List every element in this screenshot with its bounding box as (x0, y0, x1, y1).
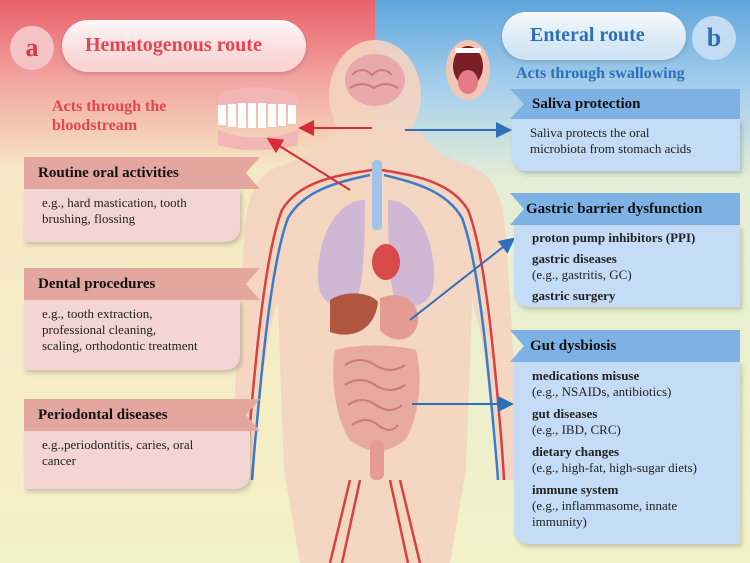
gastric-barrier-box: proton pump inhibitors (PPI) gastric dis… (514, 225, 740, 307)
gastric-barrier-header: Gastric barrier dysfunction (510, 193, 740, 225)
badge-b-label: b (706, 23, 722, 52)
artery-left (244, 168, 373, 481)
teeth-icon (218, 87, 298, 151)
artery-right (381, 168, 506, 481)
gut-item-diseases: gut diseases (532, 406, 598, 421)
gut-item-diseases-detail: (e.g., IBD, CRC) (532, 422, 621, 437)
gastric-barrier-label: Gastric barrier dysfunction (526, 200, 703, 217)
text-line: professional cleaning, (42, 322, 157, 337)
gut-dysbiosis-label: Gut dysbiosis (530, 337, 617, 354)
lung-left (317, 200, 365, 307)
periodontal-diseases-label: Periodontal diseases (38, 406, 168, 423)
dental-procedures-box: e.g., tooth extraction, professional cle… (24, 300, 240, 370)
hematogenous-subtitle-line2: bloodstream (52, 117, 138, 134)
rectum (370, 440, 384, 480)
gastric-item-surgery: gastric surgery (532, 288, 616, 303)
text-line: e.g., tooth extraction, (42, 306, 153, 321)
text-line: Saliva protects the oral (530, 125, 650, 140)
intestines (333, 345, 420, 452)
gut-dysbiosis-box: medications misuse (e.g., NSAIDs, antibi… (514, 362, 740, 544)
arrow-to-bloodstream (266, 137, 351, 191)
gut-item-immune-detail: (e.g., inflammasome, innate (532, 498, 678, 513)
routine-oral-activities-box: e.g., hard mastication, tooth brushing, … (24, 189, 240, 242)
trachea (372, 160, 382, 230)
heart (372, 244, 400, 280)
text-line: e.g., hard mastication, tooth (42, 195, 187, 210)
open-mouth-icon (446, 40, 490, 100)
stomach (380, 295, 419, 340)
text-line: cancer (42, 453, 76, 468)
brain (345, 54, 405, 106)
dental-procedures-header: Dental procedures (24, 268, 260, 300)
gut-item-diet: dietary changes (532, 444, 620, 459)
hematogenous-subtitle-line1: Acts through the (52, 98, 167, 115)
gut-item-medications: medications misuse (532, 368, 640, 383)
hematogenous-title: Hematogenous route (85, 34, 262, 56)
gut-item-medications-detail: (e.g., NSAIDs, antibiotics) (532, 384, 672, 399)
text-line: brushing, flossing (42, 211, 136, 226)
routine-oral-activities-header: Routine oral activities (24, 157, 260, 189)
gastric-item-ppi: proton pump inhibitors (PPI) (532, 230, 696, 245)
dental-procedures-label: Dental procedures (38, 275, 156, 292)
text-line: microbiota from stomach acids (530, 141, 692, 156)
text-line: e.g.,periodontitis, caries, oral (42, 437, 194, 452)
leg-vessels (328, 479, 422, 563)
gastric-item-diseases-detail: (e.g., gastritis, GC) (532, 267, 632, 282)
gut-item-immune: immune system (532, 482, 619, 497)
periodontal-diseases-header: Periodontal diseases (24, 399, 260, 431)
enteral-title-pill (502, 12, 686, 60)
gut-item-diet-detail: (e.g., high-fat, high-sugar diets) (532, 460, 697, 475)
vein-right (383, 173, 500, 481)
lung-right (388, 200, 435, 307)
gut-item-immune-detail2: immunity) (532, 514, 587, 529)
arrow-to-gastric (409, 237, 516, 321)
badge-a-label: a (25, 33, 39, 62)
routine-oral-activities-label: Routine oral activities (38, 164, 179, 181)
badge-a: a (10, 26, 54, 70)
enteral-title: Enteral route (530, 24, 645, 46)
saliva-protection-box: Saliva protects the oral microbiota from… (512, 119, 740, 171)
saliva-protection-label: Saliva protection (532, 95, 641, 112)
saliva-protection-header: Saliva protection (510, 89, 740, 119)
hematogenous-title-pill (62, 20, 306, 72)
badge-b: b (692, 16, 736, 60)
periodontal-diseases-box: e.g.,periodontitis, caries, oral cancer (24, 431, 250, 489)
hematogenous-subtitle: Acts through the bloodstream (52, 97, 166, 135)
gut-dysbiosis-header: Gut dysbiosis (510, 330, 740, 362)
text-line: scaling, orthodontic treatment (42, 338, 198, 353)
liver (330, 293, 378, 335)
gastric-item-diseases: gastric diseases (532, 251, 617, 266)
enteral-subtitle: Acts through swallowing (516, 65, 685, 82)
